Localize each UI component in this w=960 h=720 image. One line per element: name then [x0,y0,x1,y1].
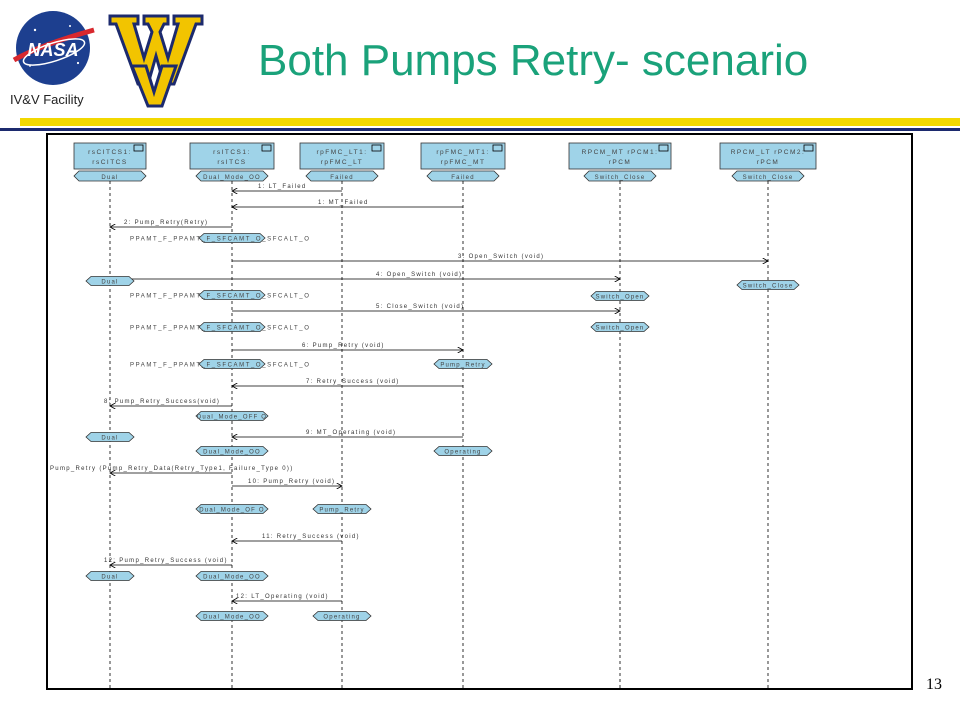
state-bubble [85,432,135,442]
header-divider-navy [0,128,960,131]
lifeline-box [568,142,672,170]
message-label: 12: Pump_Retry_Success (void) [104,558,228,564]
message-label: 9: MT_Operating (void) [306,430,396,436]
lifeline-subtitle: rsITCS [217,159,246,166]
lifeline-subtitle: rPCM [757,159,780,166]
lifeline-subtitle: rpFMC_MT [441,159,486,166]
state-label: Dual [101,436,118,442]
lifeline-box [189,142,275,170]
component-icon [492,144,503,152]
lifeline-box [719,142,817,170]
state-bubble [590,291,650,301]
lifeline-state-label: Dual_Mode_OO [203,175,261,181]
state-label: Dual_Mode_OO [203,450,261,456]
message-label: 5: Close_Switch (void) [376,304,464,310]
lifeline-state-label: Failed [330,175,354,181]
state-bubble [433,359,493,369]
facility-label: IV&V Facility [10,92,84,107]
nasa-logo-text: NASA [27,40,78,60]
page-number: 13 [926,676,942,693]
component-icon [261,144,272,152]
lifeline-state-bubble [305,170,379,182]
lifeline-state-label: Switch_Close [743,175,794,181]
state-bubble [590,322,650,332]
state-label: Pump_Retry [440,363,485,369]
component-icon [803,144,814,152]
state-bubble [198,290,266,300]
header-divider-yellow [20,118,960,126]
state-label: PPAMT_F_PPAMT_F_SFCAMT_O_SFCALT_O [130,326,311,332]
lifeline-state-bubble [195,170,269,182]
state-bubble [198,359,266,369]
lifeline-name: rpFMC_MT1: [436,149,489,156]
state-label: Dual [101,575,118,581]
lifeline-box [299,142,385,170]
slide-title: Both Pumps Retry- scenario [258,36,809,85]
message-label: 10: Pump_Retry (void) [248,479,335,485]
state-label: PPAMT_F_PPAMT_F_SFCAMT_O_SFCALT_O [130,294,311,300]
message-label: 6: Pump_Retry (void) [302,343,385,349]
state-label: Operating [323,615,360,621]
message-label: 4: Open_Switch (void) [376,272,462,278]
lifeline-subtitle: rPCM [609,159,632,166]
lifeline-name: RPCM_MT rPCM1: [582,149,659,156]
component-icon [658,144,669,152]
state-bubble [312,504,372,514]
state-label: Pump_Retry [319,508,364,514]
message-label: 12: LT_Operating (void) [236,594,329,600]
wv-logo [108,14,204,108]
state-bubble [85,571,135,581]
lifeline-state-bubble [731,170,805,182]
state-label: Dual_Mode_OF O [199,508,265,514]
state-bubble [195,446,269,456]
message-label: 8: Pump_Retry_Success(void) [104,399,220,405]
state-bubble [312,611,372,621]
state-bubble [85,276,135,286]
state-bubble [195,571,269,581]
state-bubble [198,322,266,332]
state-label: Operating [444,450,481,456]
lifeline-state-bubble [73,170,147,182]
state-bubble [195,411,269,421]
state-label: PPAMT_F_PPAMT_F_SFCAMT_O_SFCALT_O [130,237,311,243]
lifeline-state-label: Dual [101,175,118,181]
message-label: 1: LT_Failed [258,184,307,190]
state-label: Switch_Open [596,295,645,301]
component-icon [133,144,144,152]
state-bubble [195,611,269,621]
lifeline-state-label: Switch_Close [595,175,646,181]
lifeline-subtitle: rpFMC_LT [321,159,364,166]
lifeline-name: rsITCS1: [213,149,251,156]
lifeline-name: rpFMC_LT1: [317,149,368,156]
state-bubble [736,280,800,290]
lifeline-state-bubble [426,170,500,182]
lifeline-name: rsCITCS1: [88,149,132,156]
lifeline-state-bubble [583,170,657,182]
message-label: 2: Pump_Retry(Retry) [124,220,208,226]
lifeline-box [420,142,506,170]
state-bubble [195,504,269,514]
state-label: Dual [101,280,118,286]
message-label: 11: Retry_Success (void) [262,534,360,540]
state-label: Dual_Mode_OO [203,575,261,581]
component-icon [371,144,382,152]
nasa-logo: NASA [12,11,95,85]
state-label: Dual_Mode_OFF O [197,415,267,421]
message-label: 7: Retry_Success (void) [306,379,400,385]
sequence-diagram-frame: rsCITCS1: rsCITCS Dual rsITCS1: rsITCS Dual_M… [46,133,913,690]
message-label: 1: MT_Failed [318,200,369,206]
lifeline-subtitle: rsCITCS [92,159,127,166]
state-label: Switch_Open [596,326,645,332]
state-label: PPAMT_F_PPAMT_F_SFCAMT_O_SFCALT_O [130,363,311,369]
state-label: Switch_Close [743,284,794,290]
lifeline-state-label: Failed [451,175,475,181]
state-bubble [433,446,493,456]
message-label: 3: Open_Switch (void) [458,254,544,260]
sequence-diagram: rsCITCS1: rsCITCS Dual rsITCS1: rsITCS Dual_M… [50,142,817,688]
state-bubble [198,233,266,243]
message-label: Pump_Retry (Pump_Retry_Data(Retry_Type1,… [50,466,294,472]
lifeline-name: RPCM_LT rPCM2: [731,149,806,156]
state-label: Dual_Mode_OO [203,615,261,621]
